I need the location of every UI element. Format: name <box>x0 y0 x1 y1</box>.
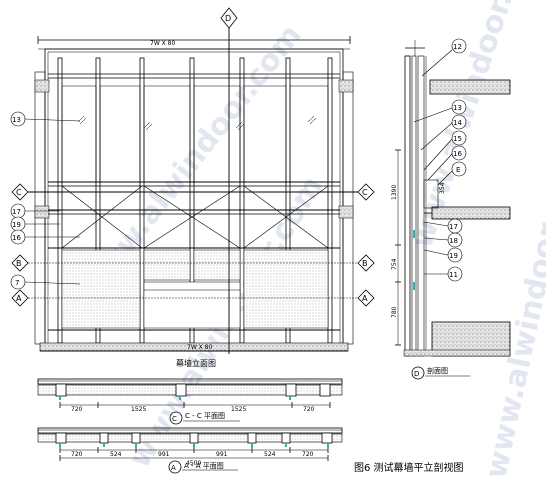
watermark-text-4: www.alwindoor.com <box>479 145 546 482</box>
svg-text:C: C <box>362 188 368 197</box>
section-marker-a-left: A <box>11 289 29 307</box>
section-middle-slab <box>431 206 511 220</box>
plan-a-view <box>37 427 343 461</box>
section-marker-b-right: B <box>357 254 375 272</box>
section-callout-e: E <box>456 166 460 174</box>
svg-text:B: B <box>362 259 368 268</box>
spandrel-panel-right <box>243 249 329 329</box>
section-dim-1390: 1390 <box>391 185 398 200</box>
mullion-7 <box>327 57 333 344</box>
section-d-callouts: 12 13 14 15 16 E 17 18 19 11 <box>413 38 467 282</box>
plan-c-top-strip <box>37 378 343 385</box>
section-marker-c-right: C <box>357 183 375 201</box>
plan-c-dim-3: 1525 <box>231 406 246 413</box>
mullion-1 <box>57 57 63 344</box>
svg-text:B: B <box>16 259 22 268</box>
plan-a-total-dim: 4509 <box>186 460 201 467</box>
plan-a-dim-3: 991 <box>158 451 170 458</box>
elevation-callouts: 13 17 19 16 7 <box>10 111 81 290</box>
callout-13: 13 <box>12 116 21 124</box>
plan-c-title: C - C 平面图 <box>185 412 225 420</box>
plan-c-mark: C <box>172 415 177 423</box>
svg-text:C: C <box>16 188 22 197</box>
spandrel-panel-left <box>61 249 141 329</box>
plan-a-title: A - A 平面图 <box>184 462 224 470</box>
section-callout-17: 17 <box>449 223 458 231</box>
plan-a-dims: 720 524 991 991 524 720 4509 A A - A 平面图 <box>71 451 314 474</box>
plan-c-dim-4: 720 <box>303 406 315 413</box>
elevation-bottom-dim: 7W X 80 <box>187 344 212 351</box>
plan-a-dim-1: 720 <box>71 451 83 458</box>
right-slab-block <box>338 205 354 219</box>
callout-17: 17 <box>12 208 21 216</box>
detail-box-e <box>423 179 439 209</box>
section-dim-754: 754 <box>391 258 398 270</box>
left-slab-block <box>34 205 50 219</box>
section-callout-19: 19 <box>449 252 458 260</box>
plan-a-mark: A <box>171 464 176 472</box>
plan-c-view <box>37 378 343 408</box>
section-callout-11: 11 <box>449 271 458 279</box>
plan-c-dims: 720 1525 1525 720 C C - C 平面图 <box>71 406 315 425</box>
section-mullion-outer <box>404 55 411 357</box>
section-markers: D C C B B A A <box>11 7 375 307</box>
plan-c-dim-2: 1525 <box>131 406 146 413</box>
section-callout-15: 15 <box>453 135 462 143</box>
lower-spandrel-panels <box>61 249 329 329</box>
section-marker-d-top: D <box>220 7 238 29</box>
svg-text:D: D <box>225 14 231 23</box>
glass-glare-mark <box>77 115 87 125</box>
elevation-title: 幕墙立面图 <box>176 358 216 368</box>
plan-a-dim-4: 991 <box>216 451 228 458</box>
section-d-label: D 剖面图 <box>411 366 470 380</box>
section-callout-18: 18 <box>449 237 458 245</box>
plan-c-dim-1: 720 <box>71 406 83 413</box>
section-d-view: 1390 754 780 354 <box>391 40 511 357</box>
section-callout-12: 12 <box>453 43 462 51</box>
svg-text:A: A <box>16 294 22 303</box>
elevation-top-dim: 7W X 80 <box>150 40 175 47</box>
callout-16: 16 <box>12 234 21 242</box>
section-callout-14: 14 <box>453 119 462 127</box>
cross-bracing <box>61 185 329 249</box>
figure-caption: 图6 测试幕墙平立剖视图 <box>354 461 464 474</box>
section-top-slab <box>429 79 511 95</box>
section-d-mark: D <box>414 370 419 378</box>
section-dim-780: 780 <box>391 306 398 318</box>
section-marker-a-right: A <box>357 289 375 307</box>
section-d-title: 剖面图 <box>427 366 448 375</box>
section-callout-13: 13 <box>453 104 462 112</box>
plan-a-dim-6: 720 <box>302 451 314 458</box>
callout-19: 19 <box>12 221 21 229</box>
elevation-view: 7W X 80 <box>28 26 362 368</box>
plan-c-wall <box>37 384 343 396</box>
plan-a-top-strip <box>37 427 343 434</box>
section-marker-b-left: B <box>11 254 29 272</box>
plan-a-dim-5: 524 <box>264 451 276 458</box>
svg-text:A: A <box>362 294 368 303</box>
section-dim-354: 354 <box>439 182 446 194</box>
section-callout-16: 16 <box>453 150 462 158</box>
callout-7: 7 <box>15 279 19 287</box>
plan-a-dim-2: 524 <box>110 451 122 458</box>
section-marker-c-left: C <box>11 183 29 201</box>
